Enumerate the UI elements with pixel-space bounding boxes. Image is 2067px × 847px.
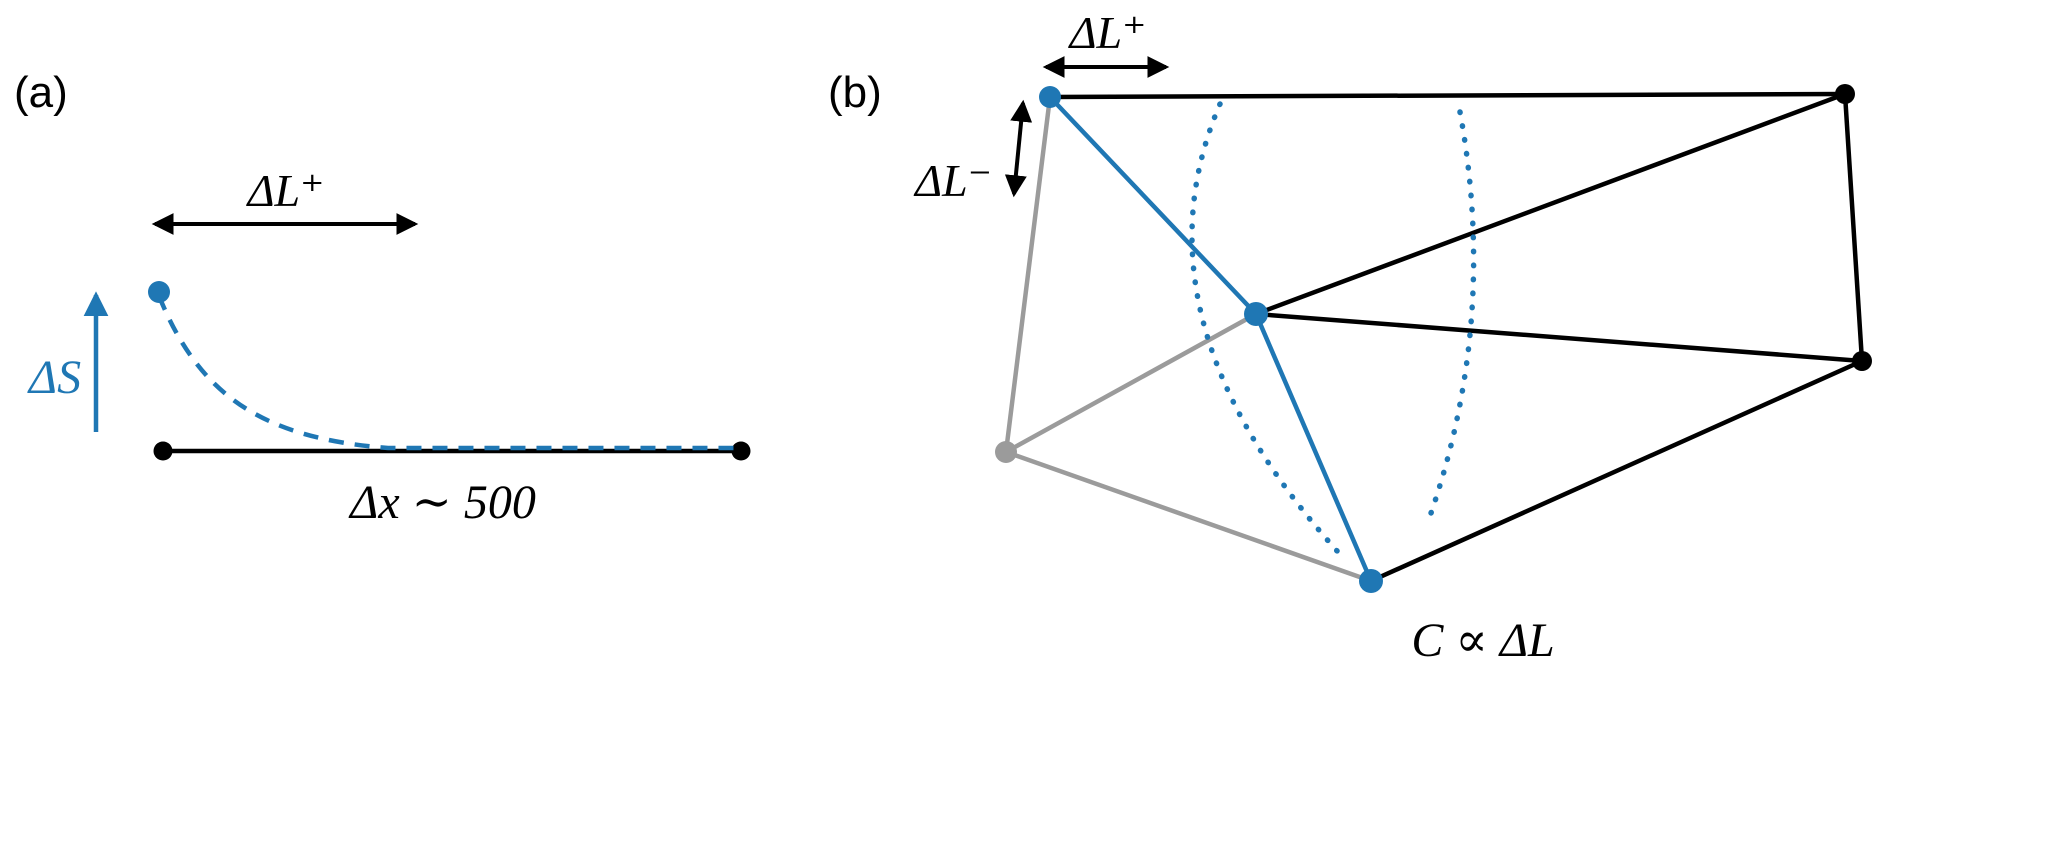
panel-a-right-node (731, 441, 751, 461)
panel-b-dotted-curve-right (1427, 109, 1477, 519)
panel-b-edge-top (1047, 91, 1848, 100)
panel-b-edge-gray-center (1003, 311, 1259, 455)
panel-b-node-topright (1835, 84, 1855, 104)
panel-b-delta-l-minus-arrow (1004, 99, 1033, 198)
panel-a-delta-x-label: Δx ∼ 500 (348, 476, 536, 529)
panel-a-delta-l-plus-label: ΔL⁺ (246, 165, 325, 216)
panel-b-label: (b) (828, 68, 882, 117)
panel-a-delta-s-label: ΔS (27, 351, 81, 404)
panel-a: (a) ΔL⁺ ΔS Δx ∼ 500 (14, 68, 751, 529)
panel-b-delta-l-plus-label: ΔL⁺ (1068, 7, 1147, 58)
panel-b: (b) ΔL⁺ ΔL⁻ (828, 7, 1872, 667)
panel-b-edge-topright-center (1253, 91, 1848, 317)
panel-b-edge-center-right (1253, 311, 1865, 364)
panel-a-displaced-node (148, 281, 170, 303)
panel-b-dotted-curve-left (1189, 101, 1341, 555)
panel-b-node-right (1852, 351, 1872, 371)
panel-b-node-center (1244, 302, 1268, 326)
panel-b-edge-blue-lower (1253, 311, 1374, 584)
panel-b-edge-gray-left (1003, 94, 1053, 455)
panel-b-node-topleft (1039, 86, 1061, 108)
panel-b-edge-gray-bottom (1003, 449, 1374, 584)
panel-b-node-bottomleft (995, 441, 1017, 463)
panel-a-left-node (153, 441, 173, 461)
panel-b-conductance-label: C ∝ ΔL (1411, 614, 1554, 667)
panel-b-edge-blue-upper (1047, 94, 1259, 317)
panel-b-node-bottom (1359, 569, 1383, 593)
panel-a-decay-curve (156, 295, 741, 451)
panel-a-label: (a) (14, 68, 68, 117)
panel-b-delta-l-minus-label: ΔL⁻ (913, 155, 992, 206)
panel-b-edge-right-bottom (1368, 358, 1865, 584)
panel-b-edge-right (1842, 91, 1865, 364)
